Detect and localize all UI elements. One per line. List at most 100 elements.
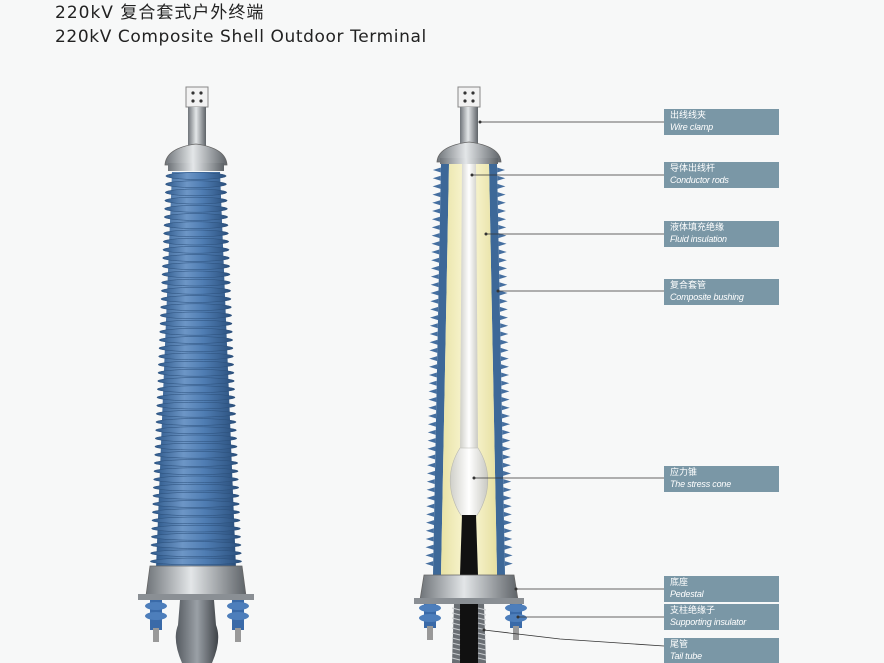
tail-rib — [451, 622, 461, 626]
bushing-shed — [154, 451, 238, 459]
bushing-shed-section — [502, 438, 511, 444]
bushing-shed-section — [429, 356, 438, 362]
bushing-shed-section — [425, 552, 434, 558]
tail-rib — [477, 657, 487, 661]
supporting-insulator-cutaway-right — [505, 604, 527, 640]
callout-label-en: Conductor rods — [670, 175, 729, 185]
bushing-shed-section — [429, 364, 438, 370]
conductor-rod — [460, 164, 478, 450]
bushing-shed-section — [501, 405, 510, 411]
bushing-shed-section — [432, 200, 441, 206]
bushing-shed-section — [431, 257, 440, 263]
bushing-shed-section — [432, 167, 441, 173]
bushing-shed — [162, 254, 230, 262]
bushing-shed-section — [500, 331, 509, 337]
composite-bushing-wall-right — [489, 164, 505, 575]
bushing-shed-section — [425, 544, 434, 550]
bushing-shed — [158, 352, 234, 361]
bushing-shed-section — [428, 413, 437, 419]
bushing-shed-section — [497, 208, 506, 214]
title-chinese: 220kV 复合套式户外终端 — [55, 3, 265, 23]
bushing-shed-section — [428, 388, 437, 394]
bushing-shed-section — [427, 462, 436, 468]
bushing-shed — [150, 557, 242, 566]
bushing-shed-section — [503, 470, 512, 476]
bushing-shed-section — [500, 339, 509, 345]
tail-rib — [451, 607, 461, 611]
bushing-shed-section — [427, 446, 436, 452]
bushing-shed-section — [430, 290, 439, 296]
bushing-shed-section — [503, 503, 512, 509]
callout-label-en: The stress cone — [670, 479, 732, 489]
cable-core — [460, 515, 478, 575]
bushing-shed — [160, 287, 232, 295]
bushing-shed — [153, 475, 239, 484]
bushing-shed-section — [501, 380, 510, 386]
bushing-shed — [159, 328, 233, 336]
bushing-shed — [152, 483, 240, 492]
callout-label-cn: 复合套管 — [670, 281, 707, 291]
tail-rib — [451, 632, 461, 636]
bushing-shed-section — [426, 470, 435, 476]
supporting-insulator-left — [145, 600, 167, 642]
bushing-shed-section — [499, 265, 508, 271]
bushing-shed-section — [426, 520, 435, 526]
callout-wire-clamp: 出线线夹 Wire clamp — [664, 109, 779, 135]
bushing-shed — [158, 336, 234, 344]
wire-clamp-plate — [185, 86, 209, 108]
bushing-shed — [162, 237, 230, 246]
bushing-shed-section — [427, 438, 436, 444]
bushing-shed-section — [426, 511, 435, 517]
bushing-shed-section — [497, 175, 506, 181]
bushing-shed — [159, 319, 233, 328]
bushing-shed-section — [430, 306, 439, 312]
callout-label-cn: 应力锥 — [670, 468, 698, 478]
cutaway-terminal — [414, 86, 527, 663]
bushing-shed-section — [499, 274, 508, 280]
tail-rib — [451, 617, 461, 621]
bushing-shed — [165, 172, 227, 180]
page-title: 220kV 复合套式户外终端 220kV Composite Shell Out… — [55, 2, 427, 48]
bushing-shed-section — [503, 487, 512, 493]
bushing-shed-section — [432, 175, 441, 181]
bushing-shed-section — [501, 397, 510, 403]
callout-pedestal: 底座 Pedestal — [664, 576, 779, 602]
bushing-shed-section — [425, 561, 434, 567]
tail-rib — [477, 647, 487, 651]
bushing-shed — [161, 278, 231, 287]
tail-rib — [477, 622, 487, 626]
bushing-shed-section — [502, 462, 511, 468]
bushing-shed — [158, 344, 234, 352]
bushing-shed-section — [429, 331, 438, 337]
bushing-shed — [155, 410, 237, 418]
bushing-shed — [162, 246, 230, 254]
bushing-shed-section — [428, 405, 437, 411]
bushing-shed-section — [430, 315, 439, 321]
callout-fluid-insulation: 液体填充绝缘 Fluid insulation — [664, 221, 779, 247]
tail-tube-exterior — [175, 600, 219, 663]
bushing-shed — [153, 467, 239, 475]
bushing-shed-section — [429, 339, 438, 345]
tail-rib — [477, 607, 487, 611]
bushing-shed-section — [426, 495, 435, 501]
bushing-shed — [156, 385, 236, 393]
bushing-shed — [151, 533, 241, 541]
bushing-shed-section — [502, 446, 511, 452]
bushing-shed — [151, 516, 241, 525]
bushing-shed-section — [501, 413, 510, 419]
bushing-shed — [160, 303, 232, 311]
bushing-shed-section — [425, 528, 434, 534]
callout-label-cn: 尾管 — [670, 640, 689, 650]
bushing-shed — [155, 418, 237, 426]
bushing-shed-section — [499, 290, 508, 296]
bushing-shed — [155, 426, 237, 434]
bushing-shed — [164, 196, 228, 205]
bushing-shed-section — [498, 216, 507, 222]
bushing-shed-section — [431, 224, 440, 230]
bushing-shed-section — [428, 397, 437, 403]
composite-bushing-wall-left — [433, 164, 449, 575]
bushing-shed-section — [500, 356, 509, 362]
tail-rib — [451, 652, 461, 656]
bushing-shed — [150, 541, 242, 549]
